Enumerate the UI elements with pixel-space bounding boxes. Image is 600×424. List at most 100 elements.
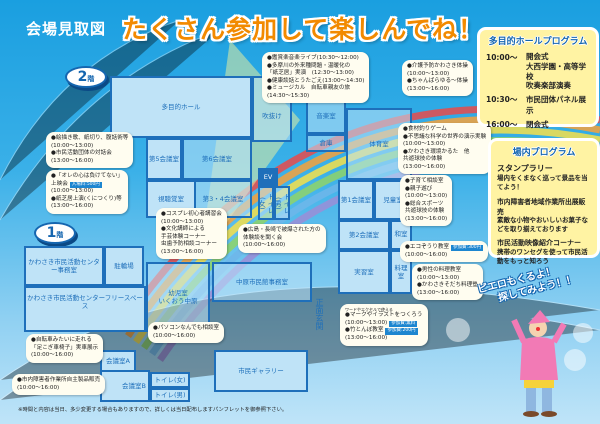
event-item: ●パソコンなんでも相談室 — [153, 325, 220, 331]
callout-conference-5: ●絵描き歌、紙切り、腹話術等(10:00～13:00)●市民活動団体の対話会(1… — [46, 132, 134, 169]
event-item: 共遊球技の体験 — [405, 208, 445, 215]
event-item: ●健康談話とうたごえ(13:00～14:30) — [267, 77, 365, 84]
room-conference-6[interactable]: 第6会議室 — [182, 138, 252, 180]
panel-title: 多目的ホールプログラム — [488, 37, 588, 47]
program-time: 10:30～ — [486, 95, 518, 104]
event-item: (10:00～13:00) — [345, 319, 388, 326]
event-item: (10:00～13:00) — [403, 141, 446, 148]
event-item: (10:00～13:00) — [51, 142, 94, 149]
event-item: ●かわさきそだち料理塾 — [417, 282, 478, 289]
room-a[interactable]: 会議室A — [100, 350, 136, 372]
program-item: 市民活動映像紹介コーナー携帯のワンセグを使って市民活動をもっと知ろう — [497, 238, 591, 267]
event-item: (10:00～16:00) — [31, 352, 74, 359]
floor-suffix: 階 — [87, 75, 95, 83]
event-item: (14:30～15:30) — [267, 92, 310, 99]
room-gallery[interactable]: 市民ギャラリー — [214, 350, 308, 392]
room-conference-5[interactable]: 第5会議室 — [146, 138, 182, 180]
floor-number: 2 — [77, 69, 88, 85]
fee-tag: 入場料:500円 — [69, 181, 102, 188]
program-text: 開会式 大西学園・高等学校 吹奏楽部演奏 — [526, 52, 586, 91]
floor-suffix: 階 — [56, 231, 64, 239]
event-item: (10:00～13:00) — [161, 218, 204, 225]
fee-tag: 参加費:300円 — [451, 245, 484, 252]
program-text: 閉会式 — [526, 120, 549, 129]
event-item: ●食材釣りゲーム — [403, 126, 447, 132]
event-subtitle: ワードやエクセルで使える — [345, 307, 393, 312]
event-item: (13:00～16:00) — [405, 215, 448, 222]
footnote: ※時間と内容は当日、多少変更する場合もありますので、詳しくは当日配布しますパンフ… — [18, 407, 288, 413]
toilet-men-1f: トイレ(男) — [150, 388, 190, 402]
event-item: (13:00～16:00) — [345, 335, 388, 342]
event-item: ●市内障害者作業所自主製品販売 — [17, 377, 101, 383]
event-item: ●かわさき環境かるた 他 — [403, 148, 470, 155]
callout-room-b: ●市内障害者作業所自主製品販売(10:00～16:00) — [12, 374, 106, 396]
room-conference-2[interactable]: 第2会議室 — [338, 220, 390, 250]
callout-music: ●介護予防かわさき体操(10:00～13:00)●ちゃんばらゆる～体操(13:0… — [402, 60, 473, 97]
floor-2-badge: 2階 — [65, 66, 107, 88]
program-time: 16:00～ — [486, 120, 518, 129]
event-item: ●エコぞうり教室 — [405, 244, 450, 250]
headline: たくさん参加して楽しんでね！ — [122, 15, 485, 44]
event-item: 「足こぎ車椅子」実車展示 — [31, 344, 99, 351]
room-nakahara-office[interactable]: 中原市民館事務室 — [212, 262, 312, 302]
event-item: 体験談を聞く会 — [243, 234, 283, 241]
program-item: スタンプラリー場内をくまなく巡って景品を当てよう！ — [497, 163, 591, 193]
room-free-space[interactable]: かわさき市民活動センターフリースペース — [24, 286, 146, 332]
room-multipurpose-hall[interactable]: 多目的ホール — [110, 76, 252, 138]
callout-hall: ●鑑賞楽音楽ライブ(10:30～12:00)●多摩川の外来種問題・温暖化の「紙芝… — [262, 52, 370, 104]
event-item: ●不思議な科学の世界の演示実験 — [403, 133, 487, 140]
callout-conference-3-4: ●コスプレ初心者講習会(10:00～13:00)●文化講師による手芸体験コーナー… — [156, 208, 227, 260]
event-item: ●ちゃんばらゆる～体操 — [407, 78, 468, 85]
event-item: (10:00～13:00) — [51, 188, 94, 195]
room-conference-1[interactable]: 第1会議室 — [338, 180, 374, 220]
callout-washitsu: ●エコぞうり教室参加費:300円(10:00～16:00) — [400, 241, 489, 263]
callout-practice-room: ワードやエクセルで使える●マークやイラストをつくろう(10:00～13:00) 参… — [340, 304, 428, 346]
event-item: (13:00～16:00) — [51, 203, 94, 210]
room-nursery[interactable]: 幼児室 いくおう中原 — [146, 262, 210, 332]
event-item: 上映会 — [51, 180, 68, 187]
fee-tag: 参加費:200円 — [385, 328, 418, 335]
event-item: (10:00～13:00) — [405, 193, 448, 200]
event-item: ●介護予防かわさき体操 — [407, 63, 468, 69]
room-bicycle-parking[interactable]: 駐輪場 — [104, 246, 144, 286]
event-item: ●文化講師による — [161, 226, 205, 233]
toilet-women-2f: トイレ(女) — [258, 186, 275, 220]
callout-gym: ●食材釣りゲーム●不思議な科学の世界の演示実験(10:00～13:00)●かわさ… — [398, 123, 492, 175]
event-item: (13:00～16:00) — [407, 85, 450, 92]
map-title: 会場見取図 — [26, 20, 107, 38]
event-item: ●「オレの心は負けてない」 — [51, 173, 124, 179]
callout-free-space: ●自転車みたいに走れる「足こぎ車椅子」実車展示(10:00～16:00) — [26, 334, 104, 363]
toilet-women-1f: トイレ(女) — [150, 372, 190, 388]
event-item: ●男性の料理教室 — [417, 267, 462, 273]
clown-illustration — [511, 310, 567, 417]
program-row: 16:00～ 閉会式 — [486, 119, 590, 130]
event-item: (10:00～16:00) — [17, 384, 60, 391]
event-item: 「紙芝居」実演 (12:30～13:00) — [267, 70, 354, 77]
callout-av-room: ●「オレの心は負けてない」上映会入場料:500円(10:00～13:00)●紙芝… — [46, 170, 129, 214]
event-item: ●市民活動団体の対話会 — [51, 150, 112, 157]
event-item: ●親子遊び — [405, 185, 433, 192]
event-item: ●竹とんぼ教室 — [345, 327, 384, 334]
event-item: ●子育て相談室 — [405, 178, 444, 184]
elevator-icon: EV — [258, 168, 278, 186]
callout-cooking: ●男性の料理教室(10:00～13:00)●かわさきそだち料理塾(13:00～1… — [412, 264, 483, 301]
event-item: 虫歯予防相談コーナー — [161, 241, 217, 248]
event-item: (13:00～16:00) — [403, 163, 446, 170]
callout-conference-2: ●広島・長崎で被爆された方の体験談を聞く会(10:00～16:00) — [238, 224, 326, 253]
event-item: ●マークやイラストをつくろう — [345, 312, 423, 319]
event-item: (10:00～16:00) — [153, 332, 196, 339]
event-item: (10:00～16:00) — [405, 251, 448, 258]
program-heading: スタンプラリー — [497, 164, 553, 173]
room-b[interactable]: 会議室B — [100, 370, 150, 402]
program-heading: 市民活動映像紹介コーナー — [497, 238, 581, 247]
floor-1-badge: 1階 — [34, 222, 76, 244]
room-music[interactable]: 音楽室 — [306, 98, 346, 134]
callout-kids-room: ●子育て相談室●親子遊び(10:00～13:00)●総合スポーツ共遊球技の体験(… — [400, 175, 453, 227]
toilet-men-2f: トイレ(男) — [274, 186, 291, 220]
room-practice[interactable]: 実習室 — [338, 250, 390, 294]
program-heading: 市内障害者地域作業所出展販売 — [497, 197, 586, 216]
event-item: ●絵描き歌、紙切り、腹話術等 — [51, 135, 129, 141]
room-center-office[interactable]: かわさき市民活動センター事務室 — [24, 246, 104, 286]
panel-title: 場内プログラム — [512, 148, 576, 158]
program-row: 10:30～市民団体パネル展示 — [486, 94, 590, 116]
